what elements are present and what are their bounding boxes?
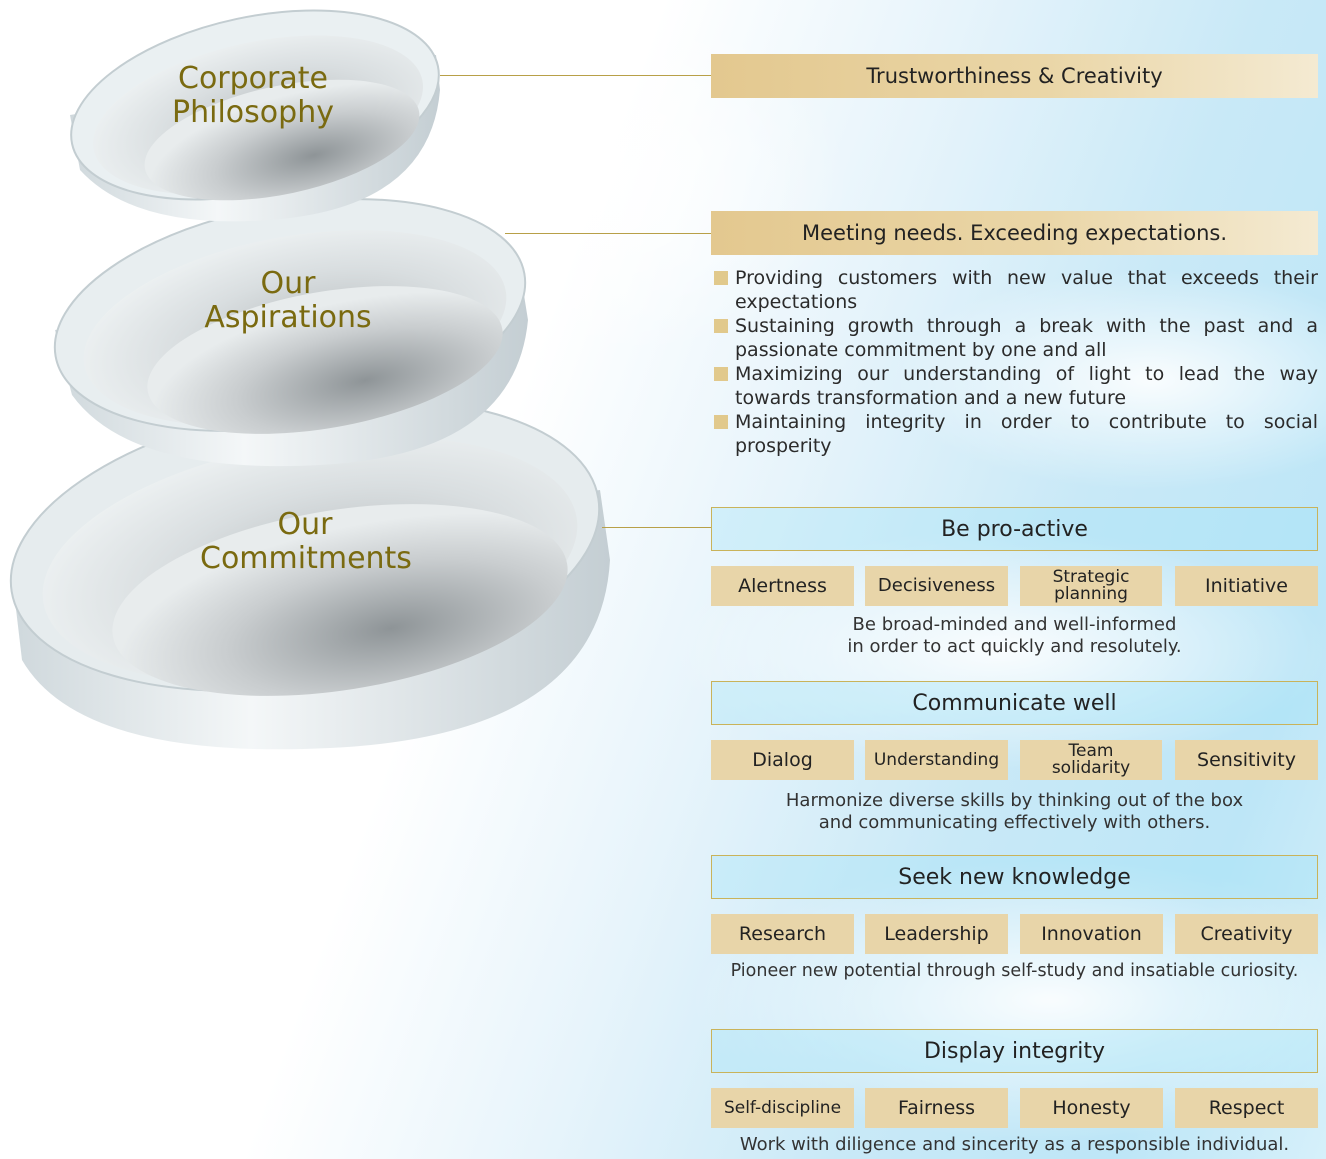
tag-label: Team solidarity	[1051, 741, 1131, 778]
aspirations-list: Providing customers with new value that …	[714, 266, 1318, 458]
tag-alertness: Alertness	[711, 566, 854, 606]
commitment-description-integrity: Work with diligence and sincerity as a r…	[739, 1134, 1290, 1155]
list-item: Sustaining growth through a break with t…	[714, 314, 1318, 362]
aspiration-text: Providing customers with new value that …	[735, 267, 1318, 313]
tag-creativity: Creativity	[1175, 914, 1318, 954]
tag-strategic-planning: Strategic planning	[1020, 566, 1162, 606]
tag-label: Initiative	[1205, 575, 1288, 597]
disc-label-philosophy: Corporate Philosophy	[172, 61, 334, 130]
commitments-disc	[9, 398, 610, 750]
connector-commitments	[602, 527, 712, 528]
commitment-tags-communicate: Dialog Understanding Team solidarity Sen…	[711, 740, 1318, 780]
tag-label: Decisiveness	[877, 575, 996, 596]
aspirations-banner-text: Meeting needs. Exceeding expectations.	[801, 221, 1228, 245]
commitment-title: Display integrity	[923, 1038, 1106, 1064]
tag-label: Innovation	[1041, 923, 1142, 945]
tag-innovation: Innovation	[1020, 914, 1163, 954]
commitment-heading-integrity: Display integrity	[711, 1029, 1318, 1073]
list-item: Maintaining integrity in order to contri…	[714, 410, 1318, 458]
aspiration-text: Sustaining growth through a break with t…	[735, 315, 1318, 361]
commitment-tags-integrity: Self-discipline Fairness Honesty Respect	[711, 1088, 1318, 1128]
bullet-square-icon	[714, 415, 728, 429]
list-item: Maximizing our understanding of light to…	[714, 362, 1318, 410]
commitment-heading-proactive: Be pro-active	[711, 507, 1318, 551]
philosophy-banner-text: Trustworthiness & Creativity	[866, 64, 1163, 88]
tag-label: Understanding	[873, 750, 1000, 770]
aspiration-text: Maximizing our understanding of light to…	[735, 363, 1318, 409]
tag-respect: Respect	[1175, 1088, 1318, 1128]
aspirations-banner: Meeting needs. Exceeding expectations.	[711, 211, 1318, 255]
tag-leadership: Leadership	[865, 914, 1008, 954]
bullet-square-icon	[714, 271, 728, 285]
tag-label: Respect	[1208, 1097, 1285, 1119]
aspirations-disc	[53, 198, 528, 467]
commitment-title: Communicate well	[912, 690, 1117, 716]
tag-understanding: Understanding	[865, 740, 1008, 780]
tag-sensitivity: Sensitivity	[1175, 740, 1318, 780]
bullet-square-icon	[714, 319, 728, 333]
tag-label: Dialog	[752, 749, 813, 771]
tag-decisiveness: Decisiveness	[865, 566, 1008, 606]
tag-label: Strategic planning	[1052, 567, 1130, 604]
disc-label-aspirations: Our Aspirations	[204, 266, 372, 335]
commitment-title: Seek new knowledge	[898, 864, 1131, 890]
tag-label: Fairness	[897, 1097, 976, 1119]
commitment-tags-knowledge: Research Leadership Innovation Creativit…	[711, 914, 1318, 954]
tag-label: Research	[738, 923, 827, 945]
tag-label: Sensitivity	[1197, 749, 1296, 771]
tag-initiative: Initiative	[1175, 566, 1318, 606]
tag-honesty: Honesty	[1020, 1088, 1163, 1128]
commitment-heading-communicate: Communicate well	[711, 681, 1318, 725]
list-item: Providing customers with new value that …	[714, 266, 1318, 314]
tag-label: Alertness	[738, 575, 827, 597]
connector-philosophy	[440, 75, 712, 76]
tag-research: Research	[711, 914, 854, 954]
commitment-heading-knowledge: Seek new knowledge	[711, 855, 1318, 899]
stacked-discs-illustration	[9, 9, 610, 750]
commitment-description-communicate: Harmonize diverse skills by thinking out…	[785, 790, 1244, 833]
tag-label: Leadership	[884, 923, 989, 945]
philosophy-banner: Trustworthiness & Creativity	[711, 54, 1318, 98]
connector-aspirations	[505, 233, 712, 234]
tag-team-solidarity: Team solidarity	[1020, 740, 1162, 780]
tag-label: Creativity	[1200, 923, 1293, 945]
aspiration-text: Maintaining integrity in order to contri…	[735, 411, 1318, 457]
commitment-description-knowledge: Pioneer new potential through self-study…	[730, 961, 1299, 981]
bullet-square-icon	[714, 367, 728, 381]
tag-label: Honesty	[1052, 1097, 1131, 1119]
philosophy-disc	[70, 9, 440, 222]
tag-dialog: Dialog	[711, 740, 854, 780]
tag-label: Self-discipline	[723, 1098, 842, 1118]
commitment-title: Be pro-active	[941, 516, 1088, 542]
tag-fairness: Fairness	[865, 1088, 1008, 1128]
commitment-description-proactive: Be broad-minded and well-informed in ord…	[847, 614, 1182, 657]
commitment-tags-proactive: Alertness Decisiveness Strategic plannin…	[711, 566, 1318, 606]
tag-self-discipline: Self-discipline	[711, 1088, 854, 1128]
disc-label-commitments: Our Commitments	[200, 507, 412, 576]
